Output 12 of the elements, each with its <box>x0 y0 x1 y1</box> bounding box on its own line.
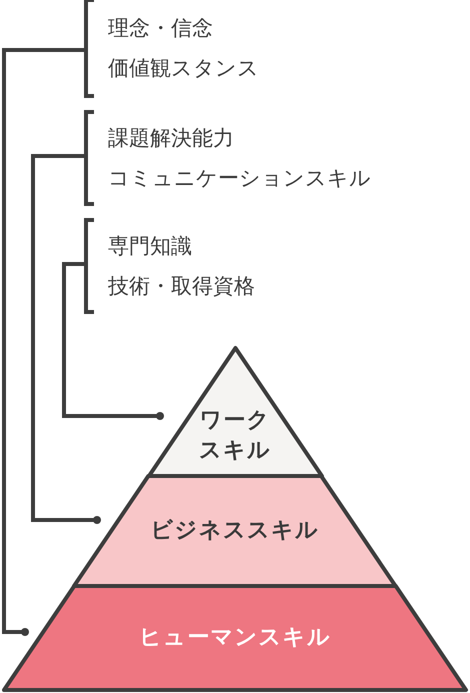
layer-label: ビジネススキル <box>150 517 320 545</box>
connector-line <box>31 154 101 524</box>
skill-description: 専門知識 <box>108 233 193 260</box>
skill-description: 価値観スタンス <box>108 55 260 82</box>
layer-label: ヒューマンスキル <box>139 624 331 652</box>
connector-line <box>62 262 164 420</box>
skill-description: 課題解決能力 <box>108 125 235 152</box>
skill-description: 技術・取得資格 <box>108 273 256 300</box>
connector-line <box>2 48 84 636</box>
layer-label: ワークスキル <box>198 407 272 465</box>
skill-description: 理念・信念 <box>108 15 214 42</box>
skill-description: コミュニケーションスキル <box>108 165 372 192</box>
